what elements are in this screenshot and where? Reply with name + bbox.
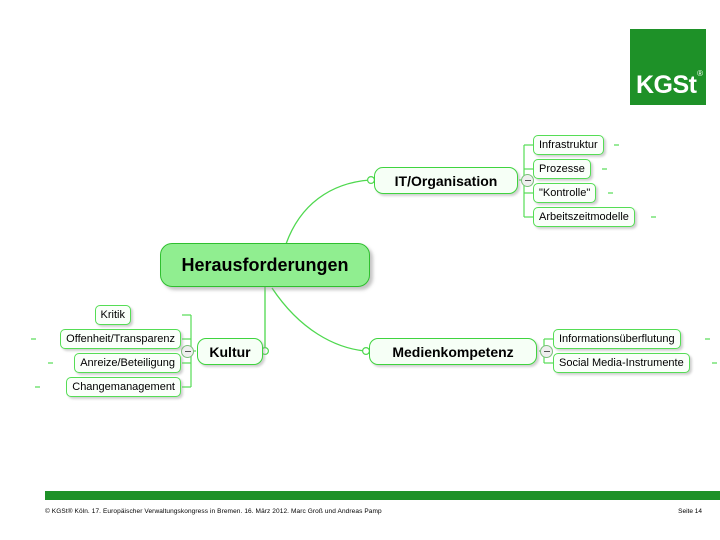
leaf-label-offenheit-transparenz: Offenheit/Transparenz — [66, 333, 175, 345]
leaf-node-prozesse[interactable]: Prozesse — [533, 159, 591, 179]
leaf-node-infrastruktur[interactable]: Infrastruktur — [533, 135, 604, 155]
mindmap-root-label: Herausforderungen — [181, 254, 349, 275]
leaf-label-social-media-instrumente: Social Media-Instrumente — [559, 357, 684, 369]
footer-page-number: Seite 14 — [678, 508, 702, 515]
branch-node-medienkompetenz[interactable]: Medienkompetenz — [369, 338, 537, 365]
leaf-label-prozesse: Prozesse — [539, 163, 585, 175]
leaf-node-social-media-instrumente[interactable]: Social Media-Instrumente — [553, 353, 690, 373]
footer-accent-bar — [45, 491, 720, 500]
leaf-node-anreize-beteiligung[interactable]: Anreize/Beteiligung — [74, 353, 181, 373]
leaf-node-arbeitszeitmodelle[interactable]: Arbeitszeitmodelle — [533, 207, 635, 227]
leaf-node-offenheit-transparenz[interactable]: Offenheit/Transparenz — [60, 329, 181, 349]
mindmap-root-node[interactable]: Herausforderungen — [160, 243, 370, 287]
branch-label-medienkompetenz: Medienkompetenz — [392, 343, 514, 360]
branch-label-kultur: Kultur — [209, 343, 251, 360]
leaf-node-changemanagement[interactable]: Changemanagement — [66, 377, 181, 397]
kgst-logo-text: KGSt — [636, 71, 697, 99]
footer-credit: © KGSt® Köln. 17. Europäischer Verwaltun… — [45, 508, 382, 515]
collapse-toggle-it-organisation[interactable] — [521, 174, 534, 187]
branch-node-kultur[interactable]: Kultur — [197, 338, 263, 365]
collapse-toggle-medienkompetenz[interactable] — [540, 345, 553, 358]
registered-mark-icon: ® — [697, 69, 703, 78]
leaf-label-infrastruktur: Infrastruktur — [539, 139, 598, 151]
leaf-label-informationsueberflutung: Informationsüberflutung — [559, 333, 675, 345]
kgst-logo: KGSt ® — [630, 29, 706, 105]
leaf-label-anreize-beteiligung: Anreize/Beteiligung — [80, 357, 175, 369]
minus-icon — [524, 180, 531, 181]
leaf-node-kontrolle[interactable]: "Kontrolle" — [533, 183, 597, 203]
leaf-node-kritik[interactable]: Kritik — [94, 305, 131, 325]
branch-label-it-organisation: IT/Organisation — [394, 172, 498, 189]
leaf-label-kritik: Kritik — [100, 309, 125, 321]
minus-icon — [184, 351, 191, 352]
leaf-node-informationsueberflutung[interactable]: Informationsüberflutung — [553, 329, 681, 349]
leaf-label-changemanagement: Changemanagement — [72, 381, 175, 393]
leaf-label-kontrolle: "Kontrolle" — [539, 187, 591, 199]
leaf-label-arbeitszeitmodelle: Arbeitszeitmodelle — [539, 211, 629, 223]
mindmap-connectors — [31, 144, 717, 388]
collapse-toggle-kultur[interactable] — [181, 345, 194, 358]
branch-node-it-organisation[interactable]: IT/Organisation — [374, 167, 518, 194]
minus-icon — [543, 351, 550, 352]
